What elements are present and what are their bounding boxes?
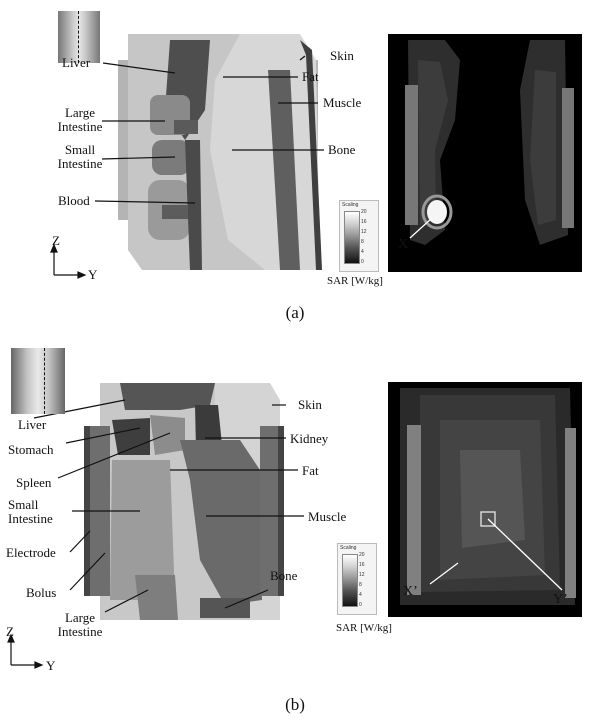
colorbar-tick: 12: [361, 229, 367, 235]
label-point-x: X: [398, 238, 408, 252]
colorbar-tick: 4: [359, 592, 362, 598]
panel-a-sar-colorbar: Scaling 20 16 12 8 4 0: [339, 200, 379, 272]
colorbar-tick: 0: [359, 602, 362, 608]
label-muscle-a: Muscle: [323, 96, 361, 110]
colorbar-gradient: [344, 211, 360, 264]
label-liver-a: Liver: [62, 56, 90, 70]
label-small-intestine-b: Small Intestine: [8, 498, 53, 526]
label-skin-a: Skin: [330, 49, 354, 63]
panel-b-sar-colorbar: Scaling 20 16 12 8 4 0: [337, 543, 377, 615]
caption-b: (b): [275, 695, 315, 715]
label-large-intestine-a: Large Intestine: [55, 106, 105, 134]
colorbar-tick: 4: [361, 249, 364, 255]
colorbar-tick: 0: [361, 259, 364, 265]
label-stomach-b: Stomach: [8, 443, 54, 457]
colorbar-tick: 16: [359, 562, 365, 568]
caption-a: (a): [275, 303, 315, 323]
label-point-x-prime: X’: [403, 585, 418, 599]
label-large-intestine-b: Large Intestine: [54, 611, 106, 639]
axis-z-a: Z: [52, 234, 60, 248]
colorbar-tick: 20: [359, 552, 365, 558]
colorbar-tick: 16: [361, 219, 367, 225]
colorbar-tick: 20: [361, 209, 367, 215]
panel-b-coronal-model: [84, 383, 284, 620]
label-skin-b: Skin: [298, 398, 322, 412]
colorbar-gradient: [342, 554, 358, 607]
panel-b-axes: [8, 635, 42, 668]
label-fat-a: Fat: [302, 70, 319, 84]
axis-y-b: Y: [46, 659, 55, 673]
label-fat-b: Fat: [302, 464, 319, 478]
axis-y-a: Y: [88, 268, 97, 282]
panel-a-axes: [51, 245, 85, 278]
label-bone-a: Bone: [328, 143, 355, 157]
label-liver-b: Liver: [18, 418, 46, 432]
label-spleen-b: Spleen: [16, 476, 51, 490]
colorbar-tick: 12: [359, 572, 365, 578]
label-kidney-b: Kidney: [290, 432, 328, 446]
label-small-intestine-a: Small Intestine: [57, 143, 103, 171]
label-electrode-b: Electrode: [6, 546, 56, 560]
colorbar-tick: 8: [361, 239, 364, 245]
sar-unit-label-a: SAR [W/kg]: [327, 275, 383, 287]
panel-a-sar-map: [388, 34, 582, 272]
sar-unit-label-b: SAR [W/kg]: [336, 622, 392, 634]
colorbar-title: Scaling: [340, 545, 356, 551]
axis-z-b: Z: [6, 625, 14, 639]
label-blood-a: Blood: [58, 194, 90, 208]
label-bolus-b: Bolus: [26, 586, 56, 600]
colorbar-tick: 8: [359, 582, 362, 588]
label-point-y-prime: Y’: [553, 593, 568, 607]
label-bone-b: Bone: [270, 569, 297, 583]
panel-b-sar-map: [388, 382, 582, 617]
label-muscle-b: Muscle: [308, 510, 346, 524]
panel-b-body-thumbnail: [11, 348, 65, 414]
colorbar-title: Scaling: [342, 202, 358, 208]
